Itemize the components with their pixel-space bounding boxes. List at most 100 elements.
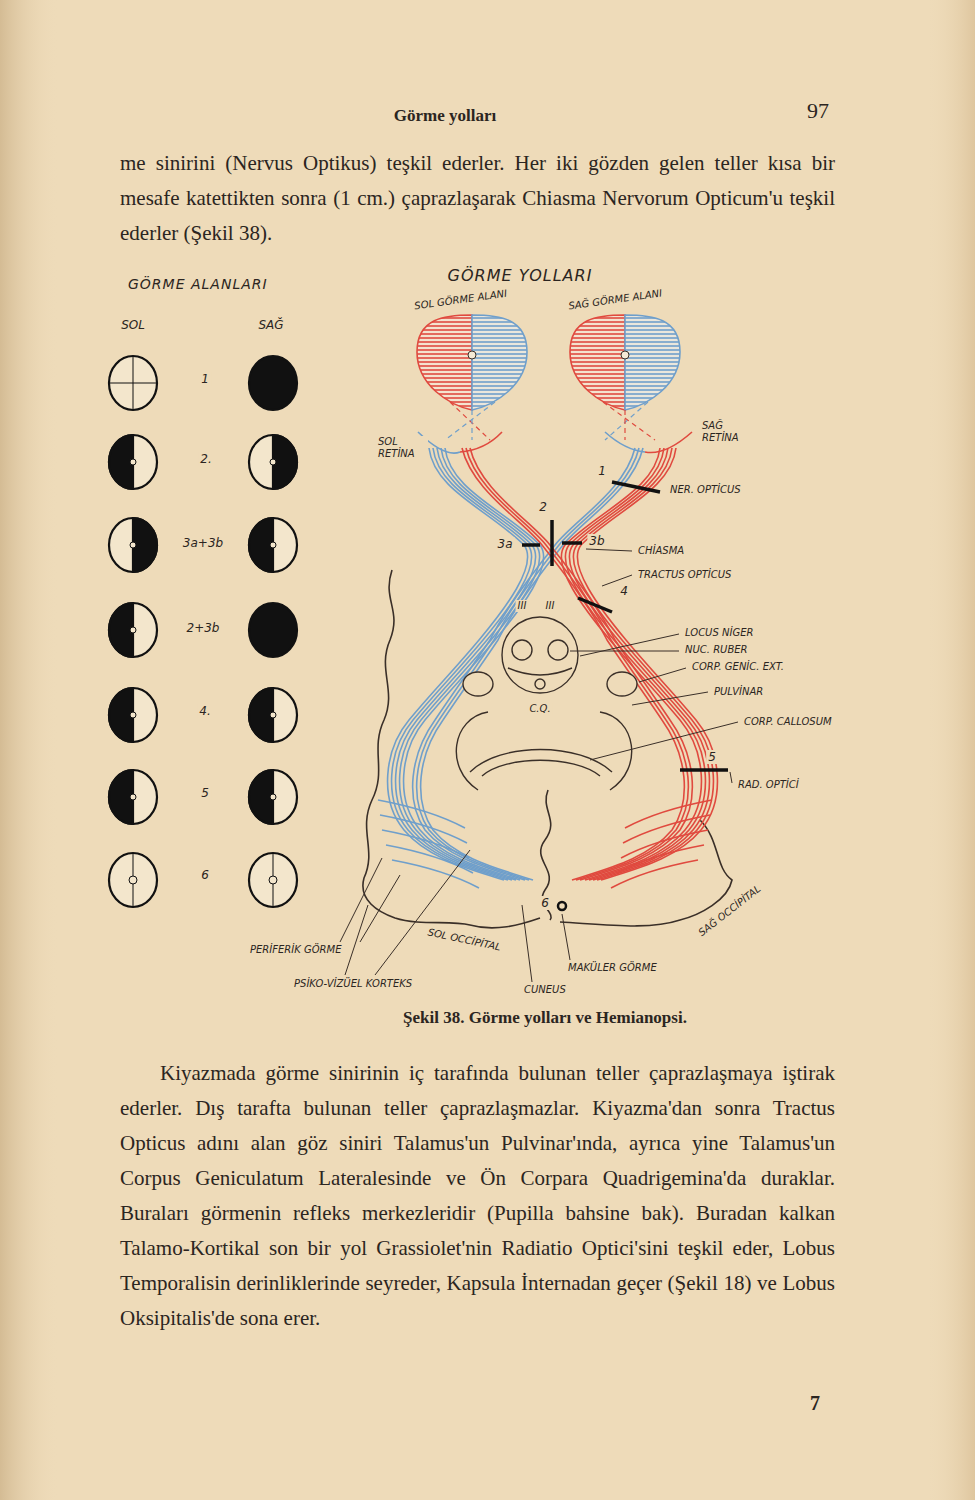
leader-lines [562, 914, 570, 960]
page-number: 7 [810, 1392, 820, 1415]
part-label: NER. OPTİCUS [668, 484, 743, 496]
leader-lines [730, 772, 732, 783]
visual-field-ovals [109, 603, 133, 657]
visual-field-ovals [109, 688, 133, 742]
page-number: 97 [807, 98, 829, 124]
fixation-dots [130, 794, 136, 800]
part-label: PERİFERİK GÖRME [248, 944, 343, 956]
lesion-marks [522, 543, 540, 547]
leader-lines [340, 858, 382, 942]
visual-field-ovals [249, 688, 297, 742]
part-label: LOCUS NİGER [683, 627, 755, 639]
visual-field-ovals [249, 770, 273, 824]
midbrain-section [607, 672, 637, 696]
midbrain-section [463, 672, 493, 696]
part-label: C.Q. [527, 703, 552, 715]
part-label: SAĞ RETİNA [700, 420, 752, 444]
callout-number: 3b [587, 534, 606, 548]
eye-visual-fields [570, 315, 625, 410]
midbrain-section [482, 760, 600, 776]
nerve-fibres-red [625, 800, 712, 828]
callout-number: 6 [199, 868, 211, 882]
fixation-dots [130, 627, 136, 633]
fixation-dots [129, 459, 277, 884]
retina-arcs [418, 432, 692, 453]
nerve-fibres-red [462, 448, 684, 880]
visual-field-ovals [109, 356, 297, 907]
nerve-fibres-red [611, 860, 698, 888]
nerve-fibres-red [470, 448, 692, 880]
midbrain-section [548, 640, 568, 660]
leader-lines [375, 850, 470, 975]
visual-field-ovals [273, 435, 297, 489]
nerve-fibres-blue [392, 860, 479, 888]
nerve-fibres-red [569, 448, 709, 880]
fixation-dots [130, 459, 136, 465]
eye-visual-fields [621, 351, 629, 359]
callout-number: 3a+3b [181, 536, 225, 550]
side-label: SOL [119, 318, 147, 332]
visual-field-ovals [249, 603, 297, 657]
callout-number: 2+3b [185, 621, 222, 635]
fixation-dots [130, 712, 136, 718]
part-label: SOL RETİNA [376, 436, 428, 460]
leader-lines [340, 549, 738, 982]
figure-caption: Şekil 38. Görme yolları ve Hemianopsi. [403, 1008, 687, 1028]
lesion-marks [612, 482, 660, 492]
lesion-marks [680, 768, 728, 772]
light-rays [445, 402, 655, 440]
fixation-dots [270, 459, 276, 465]
leader-lines [345, 905, 368, 975]
side-label: SAĞ [256, 318, 285, 332]
callout-number: 1 [596, 464, 608, 478]
lesion-marks [578, 598, 612, 612]
callout-number: 5 [706, 750, 718, 764]
eye-visual-fields [468, 351, 476, 359]
visual-field-ovals [249, 435, 297, 489]
part-label: CORP. CALLOSUM [742, 716, 834, 728]
visual-field-ovals [249, 356, 297, 410]
visual-field-ovals [249, 853, 297, 907]
leader-lines [632, 692, 708, 705]
nerve-fibres-red [565, 448, 705, 880]
part-label: TRACTUS OPTİCUS [636, 569, 733, 581]
midbrain-section [456, 617, 637, 790]
callout-number: 1 [199, 372, 211, 386]
running-header: Görme yolları [394, 106, 496, 126]
eye-visual-fields [417, 315, 680, 410]
nerve-fibres-blue [378, 800, 465, 828]
light-rays [603, 402, 655, 440]
fixation-dots [129, 876, 137, 884]
light-rays [450, 402, 490, 440]
lesion-marks [522, 482, 728, 910]
midbrain-section [512, 640, 532, 660]
body-text: me sinirini (Nervus Optikus) teşkil eder… [120, 146, 835, 251]
figure-heading: GÖRME YOLLARI [448, 266, 593, 285]
midbrain-section [508, 668, 572, 675]
fixation-dots [130, 542, 136, 548]
visual-field-ovals [249, 688, 273, 742]
eye-visual-fields [417, 315, 472, 410]
brain-outline [363, 570, 732, 928]
callout-number: 4. [197, 704, 212, 718]
leader-lines [586, 549, 632, 551]
visual-field-ovals [109, 435, 157, 489]
nerve-fibres-blue [380, 815, 467, 843]
nerve-fibres-red [623, 815, 710, 843]
part-label: CORP. GENİC. EXT. [690, 661, 786, 673]
light-rays [445, 402, 495, 440]
callout-number: 5 [199, 786, 211, 800]
leader-lines [639, 668, 686, 682]
fixation-dots [270, 794, 276, 800]
fixation-dots [269, 876, 277, 884]
nerve-fibres-red [462, 448, 717, 888]
lesion-marks [562, 541, 582, 545]
visual-field-ovals [133, 518, 157, 572]
light-rays [471, 410, 472, 440]
part-label: III [516, 600, 529, 612]
visual-field-ovals [109, 603, 157, 657]
visual-field-ovals [109, 356, 157, 410]
visual-field-ovals [249, 518, 273, 572]
